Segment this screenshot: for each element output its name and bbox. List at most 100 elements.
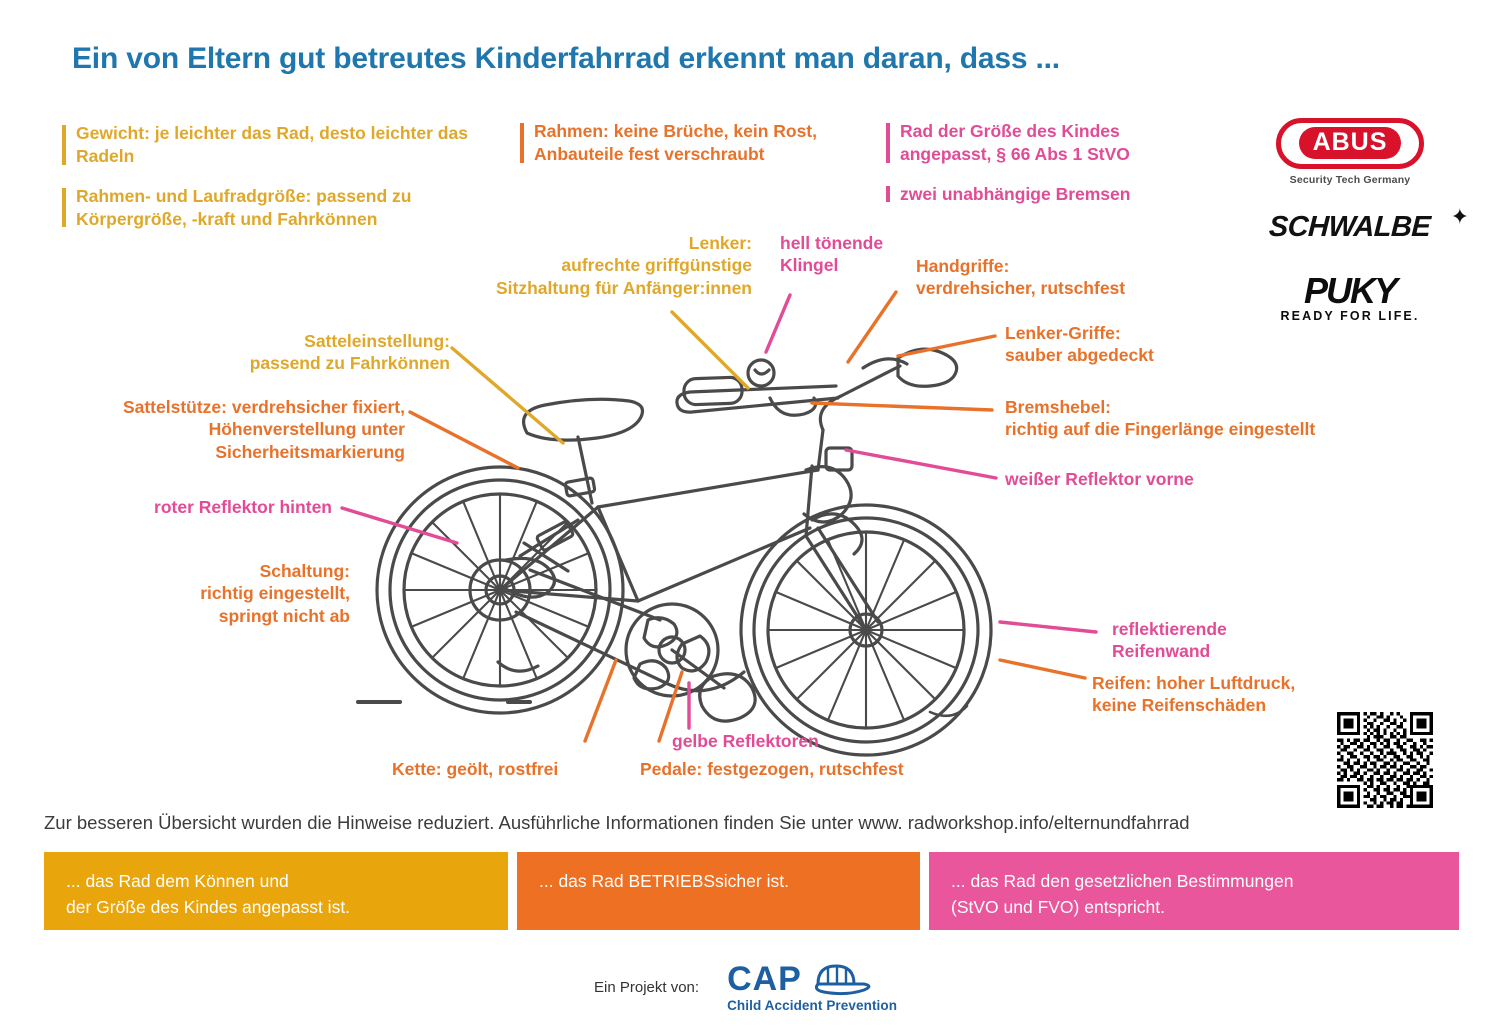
front-spokes [766, 530, 966, 730]
rear-spokes [402, 492, 598, 688]
saddle [522, 397, 645, 442]
right-grip [896, 347, 959, 388]
stem [818, 394, 843, 432]
rear-hub [468, 558, 532, 622]
seat-tube [596, 505, 640, 603]
bullet-column-legal: Rad der Größe des Kindes angepasst, § 66… [886, 120, 1196, 222]
rear-reflector [535, 520, 575, 552]
leader-lines [340, 290, 1098, 743]
front-reflector [824, 446, 854, 472]
callout-handgriffe: Handgriffe: verdrehsicher, rutschfest [916, 256, 1126, 299]
puky-tagline: READY FOR LIFE. [1280, 309, 1420, 324]
head-tube [804, 464, 814, 538]
front-rim [766, 530, 966, 730]
callout-klingel: hell tönende Klingel [780, 233, 884, 276]
page-title: Ein von Eltern gut betreutes Kinderfahrr… [72, 42, 1060, 75]
bullet-item: Rahmen- und Laufradgröße: passend zu Kör… [62, 185, 507, 232]
rear-tyre-inner [388, 478, 612, 702]
rear-derailleur [496, 660, 540, 673]
sponsor-logos: ABUS Security Tech Germany SCHWALBE ✦ PU… [1225, 118, 1475, 323]
conclusion-box-legal: ... das Rad den gesetzlichen Bestimmunge… [929, 852, 1459, 930]
footer: Ein Projekt von: CAP Child Accident Prev… [594, 962, 897, 1013]
callout-reifenwand: reflektierende Reifenwand [1112, 619, 1227, 662]
bottom-bracket [657, 635, 687, 665]
leader-sattelstuetze [408, 410, 520, 470]
bullet-column-weight-size: Gewicht: je leichter das Rad, desto leic… [62, 122, 507, 247]
leader-lenker [670, 310, 750, 390]
leader-klingel [764, 293, 792, 354]
cap-logo-row: CAP [727, 962, 897, 996]
brake-lever-right [861, 357, 909, 370]
leader-reifenwand [998, 620, 1098, 634]
cap-tagline: Child Accident Prevention [727, 998, 898, 1013]
handlebar-right-arm [839, 364, 902, 398]
bullet-item: Rahmen: keine Brüche, kein Rost, Anbaute… [520, 120, 890, 167]
abus-inner: ABUS [1298, 127, 1402, 159]
bicycle-line-art [356, 347, 993, 757]
callout-satteleinstellung: Satteleinstellung: passend zu Fahrkönnen [249, 331, 450, 374]
ground-shadow-front [928, 704, 969, 718]
crank-arm [670, 648, 726, 690]
conclusion-box-ability-size: ... das Rad dem Können und der Größe des… [44, 852, 508, 930]
callout-lenker: Lenker: aufrechte griffgünstige Sitzhalt… [496, 233, 752, 298]
callout-kette: Kette: geölt, rostfrei [392, 759, 559, 779]
seatstay [498, 505, 600, 592]
qr-code[interactable] [1337, 712, 1433, 808]
leader-handgriffe [846, 290, 898, 364]
chainstay [498, 588, 640, 603]
pedal [698, 672, 757, 723]
leader-lenker-griffe [896, 334, 997, 358]
reduced-info-note: Zur besseren Übersicht wurden die Hinwei… [44, 812, 1190, 833]
abus-tagline: Security Tech Germany [1289, 174, 1411, 186]
callout-sattelstuetze: Sattelstütze: verdrehsicher fixiert, Höh… [122, 397, 405, 462]
handlebar-left-arm [675, 384, 840, 414]
cap-logo: CAP Child Accident Prevention [727, 962, 897, 1013]
project-by-label: Ein Projekt von: [594, 979, 700, 996]
front-brake-body [802, 465, 853, 524]
brake-lever-left [768, 396, 818, 417]
abus-logo: ABUS Security Tech Germany [1225, 118, 1475, 186]
callout-bremshebel: Bremshebel: richtig auf die Fingerlänge … [1005, 397, 1316, 440]
callout-schaltung: Schaltung: richtig eingestellt, springt … [200, 561, 350, 626]
head-tube-upper [816, 428, 825, 472]
bullet-item: Gewicht: je leichter das Rad, desto leic… [62, 122, 507, 169]
callout-reflektor-hinten: roter Reflektor hinten [154, 497, 332, 517]
chain-upper [528, 568, 662, 622]
cap-hat-icon [814, 964, 871, 996]
conclusion-box-operational-safety: ... das Rad BETRIEBSsicher ist. [517, 852, 920, 930]
callout-pedale: Pedale: festgezogen, rutschfest [640, 759, 904, 779]
left-grip [682, 375, 744, 407]
front-tyre-outer [739, 503, 993, 757]
bullet-item: zwei unabhängige Bremsen [886, 183, 1196, 206]
callout-gelbe-reflektoren: gelbe Reflektoren [672, 731, 819, 751]
seat-post [576, 435, 594, 505]
callout-lenker-griffe: Lenker-Griffe: sauber abgedeckt [1005, 323, 1154, 366]
top-tube [596, 468, 820, 509]
leader-reflektor-hinten [340, 506, 459, 545]
cap-wordmark: CAP [727, 960, 802, 998]
chainring [624, 602, 720, 698]
front-hub [848, 612, 884, 648]
fork-left [804, 534, 868, 632]
callout-reifen: Reifen: hoher Luftdruck, keine Reifensch… [1092, 673, 1296, 716]
leader-kette [583, 658, 618, 743]
fork-right [816, 526, 880, 624]
bullet-column-frame: Rahmen: keine Brüche, kein Rost, Anbaute… [520, 120, 890, 183]
chain-lower [514, 610, 746, 693]
chainring-cutout-2 [675, 634, 711, 673]
bell-detail [753, 368, 771, 376]
rear-axle [484, 574, 516, 606]
bullet-item: Rad der Größe des Kindes angepasst, § 66… [886, 120, 1196, 167]
rear-rim [402, 492, 598, 688]
front-brake-arm [810, 512, 864, 556]
down-tube [636, 526, 812, 603]
callout-reflektor-vorne: weißer Reflektor vorne [1005, 469, 1194, 489]
schwalbe-logo: SCHWALBE ✦ [1225, 206, 1475, 244]
puky-wordmark: PUKY [1303, 270, 1398, 311]
chainring-cutout-1 [642, 616, 679, 649]
schwalbe-wordmark: SCHWALBE [1268, 211, 1432, 243]
bell [746, 358, 776, 388]
rear-tyre-outer [375, 465, 625, 715]
abus-wordmark: ABUS [1312, 128, 1388, 156]
